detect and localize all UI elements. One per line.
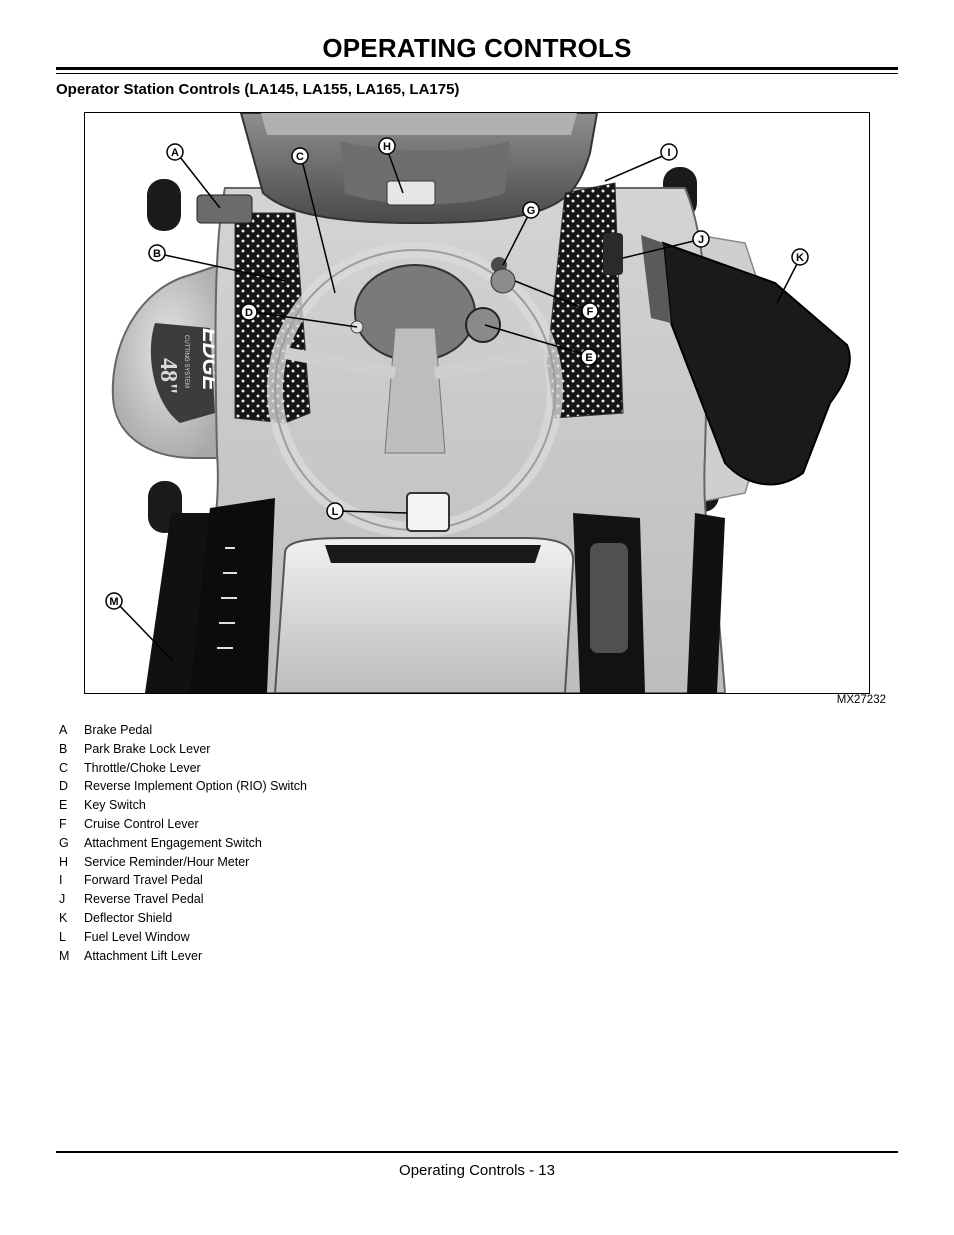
legend-item: M Attachment Lift Lever xyxy=(59,947,307,966)
callout-a: A xyxy=(166,143,184,161)
legend-letter: H xyxy=(59,854,69,869)
svg-text:F: F xyxy=(587,306,594,318)
legend-text: Brake Pedal xyxy=(84,723,153,737)
legend-letter: L xyxy=(59,929,66,944)
mower-deck: EDGE CUTTING SYSTEM 48" xyxy=(111,261,226,459)
legend-letter: C xyxy=(59,760,69,775)
legend-item: E Key Switch xyxy=(59,796,307,815)
legend-text: Key Switch xyxy=(84,798,146,813)
figure-id: MX27232 xyxy=(836,694,886,706)
page-title: OPERATING CONTROLS xyxy=(322,33,632,63)
legend-item: L Fuel Level Window xyxy=(59,928,307,947)
legend-letter: F xyxy=(59,816,67,831)
section-heading: Operator Station Controls (LA145, LA155,… xyxy=(56,81,460,98)
callout-b: B xyxy=(148,244,166,262)
legend-item: G Attachment Engagement Switch xyxy=(59,834,307,853)
legend-letter: D xyxy=(59,779,69,794)
legend-item: F Cruise Control Lever xyxy=(59,815,307,834)
title-rule-thin xyxy=(56,73,898,74)
legend-letter: B xyxy=(59,741,68,756)
legend-letter: I xyxy=(59,873,63,888)
legend: A Brake Pedal B Park Brake Lock Lever C Thr… xyxy=(59,721,307,965)
legend-item: J Reverse Travel Pedal xyxy=(59,890,307,909)
svg-text:H: H xyxy=(383,141,391,153)
legend-letter: K xyxy=(59,910,68,925)
legend-text: Forward Travel Pedal xyxy=(84,873,203,888)
tractor-illustration: EDGE CUTTING SYSTEM 48" xyxy=(85,113,869,693)
svg-text:G: G xyxy=(527,205,536,217)
legend-text: Reverse Travel Pedal xyxy=(84,892,204,907)
callout-e: E xyxy=(580,348,598,366)
legend-text: Cruise Control Lever xyxy=(84,816,199,831)
legend-letter: A xyxy=(59,723,68,737)
callout-j: J xyxy=(692,230,710,248)
legend-text: Attachment Engagement Switch xyxy=(84,835,262,850)
legend-item: B Park Brake Lock Lever xyxy=(59,740,307,759)
legend-text: Attachment Lift Lever xyxy=(84,948,203,963)
svg-text:I: I xyxy=(667,147,670,159)
deck-subtitle: CUTTING SYSTEM xyxy=(183,335,189,388)
svg-text:B: B xyxy=(153,248,161,260)
callout-d: D xyxy=(240,303,258,321)
svg-text:L: L xyxy=(332,506,339,518)
svg-text:A: A xyxy=(171,147,179,159)
legend-text: Service Reminder/Hour Meter xyxy=(84,854,250,869)
title-rule xyxy=(56,67,898,70)
deck-size: 48" xyxy=(155,358,181,395)
legend-letter: G xyxy=(59,835,69,850)
legend-text: Park Brake Lock Lever xyxy=(84,741,211,756)
callout-l: L xyxy=(326,502,344,520)
legend-text: Throttle/Choke Lever xyxy=(84,760,201,775)
legend-item: A Brake Pedal xyxy=(59,721,307,740)
callout-c: C xyxy=(291,147,309,165)
legend-item: I Forward Travel Pedal xyxy=(59,871,307,890)
page-footer: Operating Controls - 13 xyxy=(399,1162,555,1179)
legend-item: K Deflector Shield xyxy=(59,909,307,928)
callout-g: G xyxy=(522,201,540,219)
legend-text: Fuel Level Window xyxy=(84,929,190,944)
callout-k: K xyxy=(791,248,809,266)
callouts: A B C D E F G H I J K L M xyxy=(105,137,809,610)
legend-item: C Throttle/Choke Lever xyxy=(59,759,307,778)
svg-text:J: J xyxy=(698,234,704,246)
svg-text:K: K xyxy=(796,252,804,264)
operator-station-figure: EDGE CUTTING SYSTEM 48" xyxy=(84,112,870,694)
callout-h: H xyxy=(378,137,396,155)
legend-text: Reverse Implement Option (RIO) Switch xyxy=(84,779,307,794)
callout-m: M xyxy=(105,592,123,610)
legend-letter: M xyxy=(59,948,70,963)
callout-leaders xyxy=(116,148,800,662)
legend-item: H Service Reminder/Hour Meter xyxy=(59,853,307,872)
callout-f: F xyxy=(581,302,599,320)
legend-text: Deflector Shield xyxy=(84,910,173,925)
svg-text:D: D xyxy=(245,307,253,319)
legend-item: D Reverse Implement Option (RIO) Switch xyxy=(59,777,307,796)
svg-text:E: E xyxy=(585,352,592,364)
legend-letter: E xyxy=(59,798,68,813)
svg-text:C: C xyxy=(296,151,304,163)
svg-text:M: M xyxy=(109,596,118,608)
footer-rule xyxy=(56,1151,898,1153)
legend-letter: J xyxy=(59,892,66,907)
callout-i: I xyxy=(660,143,678,161)
